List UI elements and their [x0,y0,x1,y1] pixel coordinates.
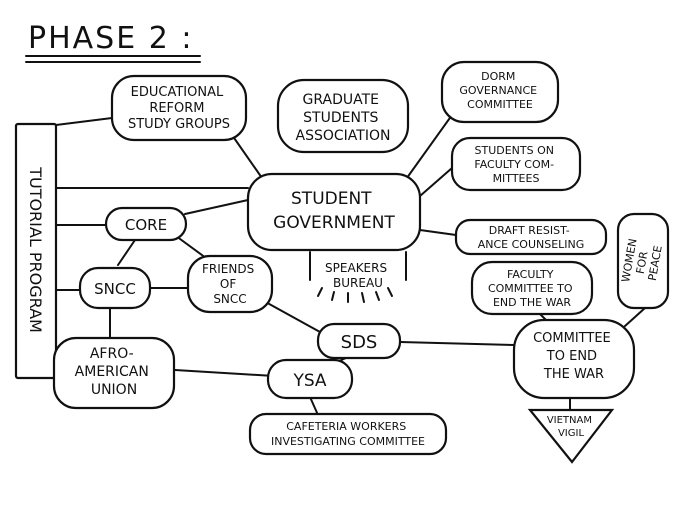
draft-resistance-line-1: DRAFT RESIST- [489,224,570,237]
graduate-students-node: GRADUATE STUDENTS ASSOCIATION [276,78,410,154]
faculty-committees-line-3: MITTEES [493,172,540,185]
speakers-bureau-line-2: BUREAU [333,276,383,290]
cafeteria-workers-node: CAFETERIA WORKERS INVESTIGATING COMMITTE… [248,412,448,456]
cafeteria-workers-line-1: CAFETERIA WORKERS [286,420,406,433]
svg-text:FACULTY COMMITTEE TO: FACULTY COMMITTEE TO END THE WAR [488,268,576,309]
connector-tutorial-educational [55,117,113,126]
svg-text:WOMEN FOR PEAC: WOMEN FOR PEACE [619,234,666,288]
ysa-label: YSA [292,371,326,391]
svg-text:STUDENTS ON FACULTY COM-: STUDENTS ON FACULTY COM- MITTEES [474,144,557,185]
connector-women-end-war [624,307,646,327]
friends-of-sncc-line-2: OF [220,277,236,291]
svg-text:VIETNAM VIGIL: VIETNAM VIGIL [547,415,595,439]
sds-node: SDS [316,322,402,360]
page-title: PHASE 2 : [28,21,193,56]
svg-text:GRADUATE STUDENTS: GRADUATE STUDENTS ASSOCIATION [296,92,391,144]
graduate-students-line-1: GRADUATE [303,92,380,108]
faculty-committee-end-war-line-3: END THE WAR [493,296,571,309]
dorm-governance-line-1: DORM [481,70,515,83]
friends-of-sncc-node: FRIENDS OF SNCC [186,254,274,314]
core-node: CORE [104,206,188,242]
vietnam-vigil-node: VIETNAM VIGIL [527,408,615,464]
dorm-governance-node: DORM GOVERNANCE COMMITTEE [440,60,560,124]
student-government-line-1: STUDENT [291,189,372,209]
connector-afro-sds [174,369,275,377]
afro-american-union-node: AFRO- AMERICAN UNION [52,336,176,410]
faculty-committees-node: STUDENTS ON FACULTY COM- MITTEES [450,136,582,192]
afro-american-union-line-2: AMERICAN [75,364,149,380]
svg-text:EDUCATIONAL REFORM: EDUCATIONAL REFORM STUDY GROUPS [128,85,230,132]
svg-text:AFRO- AMERICAN UNI: AFRO- AMERICAN UNION [75,346,154,398]
draft-resistance-node: DRAFT RESIST- ANCE COUNSELING [454,218,608,256]
afro-american-union-line-1: AFRO- [90,346,134,362]
women-for-peace-line-3: PEACE [646,244,665,281]
graduate-students-line-3: ASSOCIATION [296,128,391,144]
committee-end-war-line-2: TO END [546,349,597,364]
friends-of-sncc-line-3: SNCC [213,292,246,306]
educational-reform-line-1: EDUCATIONAL [131,85,224,100]
sncc-node: SNCC [78,266,152,310]
women-for-peace-node: WOMEN FOR PEACE [616,212,670,310]
vietnam-vigil-line-2: VIGIL [558,428,584,439]
tutorial-program-label: TUTORIAL PROGRAM [26,166,45,333]
faculty-committees-line-1: STUDENTS ON [475,144,555,157]
afro-american-union-line-3: UNION [91,382,137,398]
connector-faculty-studentgov [419,167,453,197]
dorm-governance-line-2: GOVERNANCE [459,84,537,97]
page-title-group: PHASE 2 : [25,21,201,63]
connector-core-studentgov [184,199,249,215]
svg-text:FRIENDS OF SNCC: FRIENDS OF SNCC [202,262,258,306]
connector-friends-sds [261,299,321,333]
faculty-committee-end-war-line-1: FACULTY [507,268,554,281]
core-label: CORE [125,216,167,234]
graduate-students-line-2: STUDENTS [303,110,378,126]
connector-core-sncc [117,239,136,266]
ysa-node: YSA [266,358,354,400]
sds-label: SDS [341,332,378,353]
educational-reform-line-2: REFORM [149,101,204,116]
student-government-node: STUDENT GOVERNMENT [246,172,422,252]
sncc-label: SNCC [94,280,136,298]
draft-resistance-line-2: ANCE COUNSELING [478,238,585,251]
committee-end-war-line-1: COMMITTEE [533,331,611,346]
connector-draft-studentgov [419,229,457,236]
educational-reform-node: EDUCATIONAL REFORM STUDY GROUPS [110,74,248,142]
svg-text:CAFETERIA WORKERS INVEST: CAFETERIA WORKERS INVESTIGATING COMMITTE… [271,420,425,448]
cafeteria-workers-line-2: INVESTIGATING COMMITTEE [271,435,425,448]
connector-lines [55,114,646,416]
connector-educational-studentgov [231,134,263,179]
connector-sds-committee [399,341,515,346]
svg-text:STUDENT GOVERNMENT: STUDENT GOVERNMENT [273,189,395,233]
connector-dorm-studentgov [403,114,453,183]
committee-end-war-line-3: THE WAR [543,367,604,382]
svg-text:DRAFT RESIST- ANCE COUNS: DRAFT RESIST- ANCE COUNSELING [478,224,585,251]
speakers-bureau-sketch-marks [309,251,407,303]
speakers-bureau-node: SPEAKERS BUREAU [325,261,391,290]
svg-text:DORM GOVERNANCE CO: DORM GOVERNANCE COMMITTEE [459,70,540,111]
women-for-peace-line-2: FOR [634,250,651,275]
connector-core-friends [175,235,207,259]
student-government-line-2: GOVERNMENT [273,213,395,233]
educational-reform-line-3: STUDY GROUPS [128,117,230,132]
speakers-bureau-line-1: SPEAKERS [325,261,387,275]
friends-of-sncc-line-1: FRIENDS [202,262,254,276]
vietnam-vigil-line-1: VIETNAM [547,415,592,426]
faculty-committee-end-war-line-2: COMMITTEE TO [488,282,573,295]
svg-text:SPEAKERS BUREAU: SPEAKERS BUREAU [325,261,391,290]
faculty-committees-line-2: FACULTY COM- [474,158,554,171]
svg-text:COMMITTEE TO END T: COMMITTEE TO END THE WAR [533,331,615,382]
connector-ysa-cafeteria [309,396,319,416]
committee-end-war-node: COMMITTEE TO END THE WAR [512,318,636,400]
tutorial-program-node: TUTORIAL PROGRAM [14,122,58,380]
faculty-committee-end-war-node: FACULTY COMMITTEE TO END THE WAR [470,260,594,316]
dorm-governance-line-3: COMMITTEE [467,98,533,111]
